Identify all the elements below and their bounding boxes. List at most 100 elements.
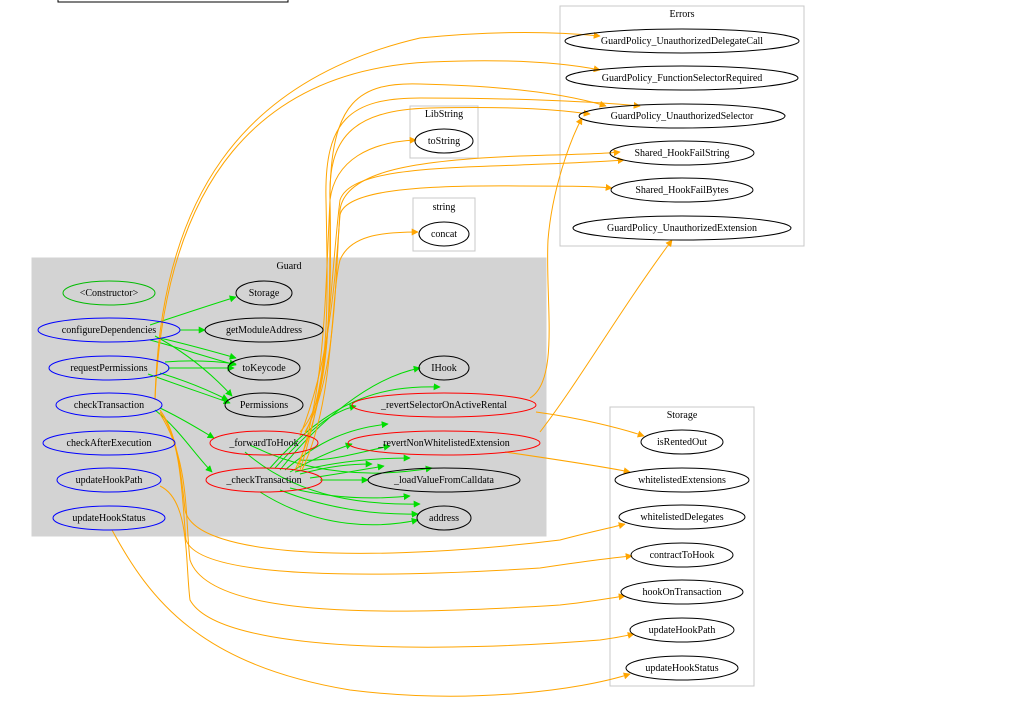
node-st-hook-on-transaction[interactable]: hookOnTransaction (620, 579, 744, 605)
nodes: GuardPolicy_UnauthorizedDelegateCall Gua… (37, 28, 800, 681)
node-label: updateHookPath (76, 475, 143, 486)
edge-orange (535, 411, 645, 438)
node-revert-selector-active-rental[interactable]: _revertSelectorOnActiveRental (351, 392, 537, 418)
node-err-unauth-selector[interactable]: GuardPolicy_UnauthorizedSelector (578, 103, 786, 129)
cluster-storage-label: Storage (667, 410, 698, 421)
node-forward-to-hook[interactable]: _forwardToHook (209, 430, 319, 456)
node-str-concat[interactable]: concat (418, 221, 470, 247)
node-revert-non-whitelisted-extension[interactable]: _revertNonWhitelistedExtension (347, 430, 541, 456)
edge-orange (299, 157, 625, 471)
edge-green (249, 444, 433, 474)
node-lib-tostring[interactable]: toString (414, 128, 474, 154)
node-st-is-rented-out[interactable]: isRentedOut (640, 429, 724, 455)
node-request-permissions[interactable]: requestPermissions (48, 355, 170, 381)
node-label: _revertNonWhitelistedExtension (377, 438, 510, 449)
node-check-transaction[interactable]: checkTransaction (55, 392, 163, 418)
node-label: isRentedOut (657, 437, 707, 448)
edge-orange (159, 485, 635, 648)
node-load-value-from-calldata[interactable]: _loadValueFromCalldata (367, 467, 521, 493)
edge-green (294, 454, 411, 473)
node-st-whitelisted-extensions[interactable]: whitelistedExtensions (614, 467, 750, 493)
cluster-errors-label: Errors (670, 9, 695, 20)
edge-orange (529, 117, 583, 399)
node-err-hook-fail-string[interactable]: Shared_HookFailString (609, 140, 755, 166)
cluster-libstring: LibString (409, 105, 479, 159)
node-st-update-hook-status[interactable]: updateHookStatus (625, 655, 739, 681)
node-label: GuardPolicy_FunctionSelectorRequired (602, 73, 763, 84)
edge-green (159, 337, 237, 360)
node-err-selector-required[interactable]: GuardPolicy_FunctionSelectorRequired (565, 65, 799, 91)
edge-green (154, 335, 233, 397)
node-label: Shared_HookFailString (635, 148, 730, 159)
node-label: <Constructor> (80, 288, 139, 299)
edge-green (279, 489, 419, 518)
edge-orange (159, 411, 633, 575)
node-label: Permissions (240, 400, 288, 411)
node-label: configureDependencies (62, 325, 157, 336)
edge-green (284, 421, 389, 471)
cluster-guard: Guard (31, 257, 547, 537)
cluster-string: string (412, 197, 476, 252)
edge-green (259, 491, 419, 526)
node-storage-call[interactable]: Storage (235, 280, 293, 306)
edge-green (149, 295, 237, 326)
node-constructor[interactable]: <Constructor> (62, 280, 156, 306)
node-label: address (429, 513, 459, 524)
node-st-contract-to-hook[interactable]: contractToHook (630, 542, 734, 568)
edge-green (309, 463, 385, 479)
node-label: toString (428, 136, 460, 147)
node-configure-dependencies[interactable]: configureDependencies (37, 317, 181, 343)
node-update-hook-status[interactable]: updateHookStatus (52, 505, 166, 531)
edge-orange (159, 413, 626, 612)
edges (111, 31, 673, 697)
edge-green (274, 404, 357, 469)
node-get-module-address[interactable]: getModuleAddress (204, 317, 324, 343)
edge-green (244, 451, 421, 508)
node-label: concat (431, 229, 457, 240)
node-label: _checkTransaction (225, 475, 301, 486)
edge-green (164, 359, 237, 367)
edge-orange (154, 31, 601, 401)
edge-green (269, 383, 441, 469)
node-err-unauth-extension[interactable]: GuardPolicy_UnauthorizedExtension (572, 215, 792, 241)
edge-orange (539, 239, 673, 433)
node-ihook[interactable]: IHook (418, 355, 470, 381)
edge-orange (294, 106, 591, 471)
node-label: requestPermissions (70, 363, 147, 374)
node-label: whitelistedDelegates (640, 512, 723, 523)
edge-green (159, 407, 215, 439)
cluster-errors: Errors (559, 5, 805, 247)
node-label: IHook (431, 363, 457, 374)
node-label: updateHookStatus (645, 663, 718, 674)
edge-orange (301, 228, 419, 471)
node-label: checkAfterExecution (67, 438, 152, 449)
node-label: getModuleAddress (226, 325, 302, 336)
legend-box (57, 0, 289, 3)
node-st-whitelisted-delegates[interactable]: whitelistedDelegates (618, 504, 746, 530)
node-label: updateHookStatus (72, 513, 145, 524)
node-st-update-hook-path[interactable]: updateHookPath (629, 617, 735, 643)
node-label: contractToHook (650, 550, 715, 561)
node-to-keycode[interactable]: toKeycode (227, 355, 301, 381)
node-label: _loadValueFromCalldata (393, 475, 495, 486)
edge-orange (299, 183, 613, 437)
node-label: GuardPolicy_UnauthorizedExtension (607, 223, 757, 234)
node-err-hook-fail-bytes[interactable]: Shared_HookFailBytes (610, 177, 754, 203)
node-label: GuardPolicy_UnauthorizedSelector (611, 111, 754, 122)
edge-orange (304, 149, 621, 433)
node-permissions[interactable]: Permissions (224, 392, 304, 418)
edge-orange (504, 451, 631, 475)
node-address[interactable]: address (416, 505, 472, 531)
edge-orange (297, 136, 417, 469)
cluster-storage: Storage (609, 406, 755, 687)
node-label: _revertSelectorOnActiveRental (380, 400, 507, 411)
edge-orange (111, 529, 631, 697)
node-label: checkTransaction (74, 400, 144, 411)
cluster-string-label: string (433, 202, 456, 213)
node-err-delegate-call[interactable]: GuardPolicy_UnauthorizedDelegateCall (564, 28, 800, 54)
edge-orange (159, 409, 626, 554)
node-check-after-execution[interactable]: checkAfterExecution (42, 430, 176, 456)
node-update-hook-path[interactable]: updateHookPath (56, 467, 162, 493)
node-internal-check-transaction[interactable]: _checkTransaction (205, 467, 323, 493)
